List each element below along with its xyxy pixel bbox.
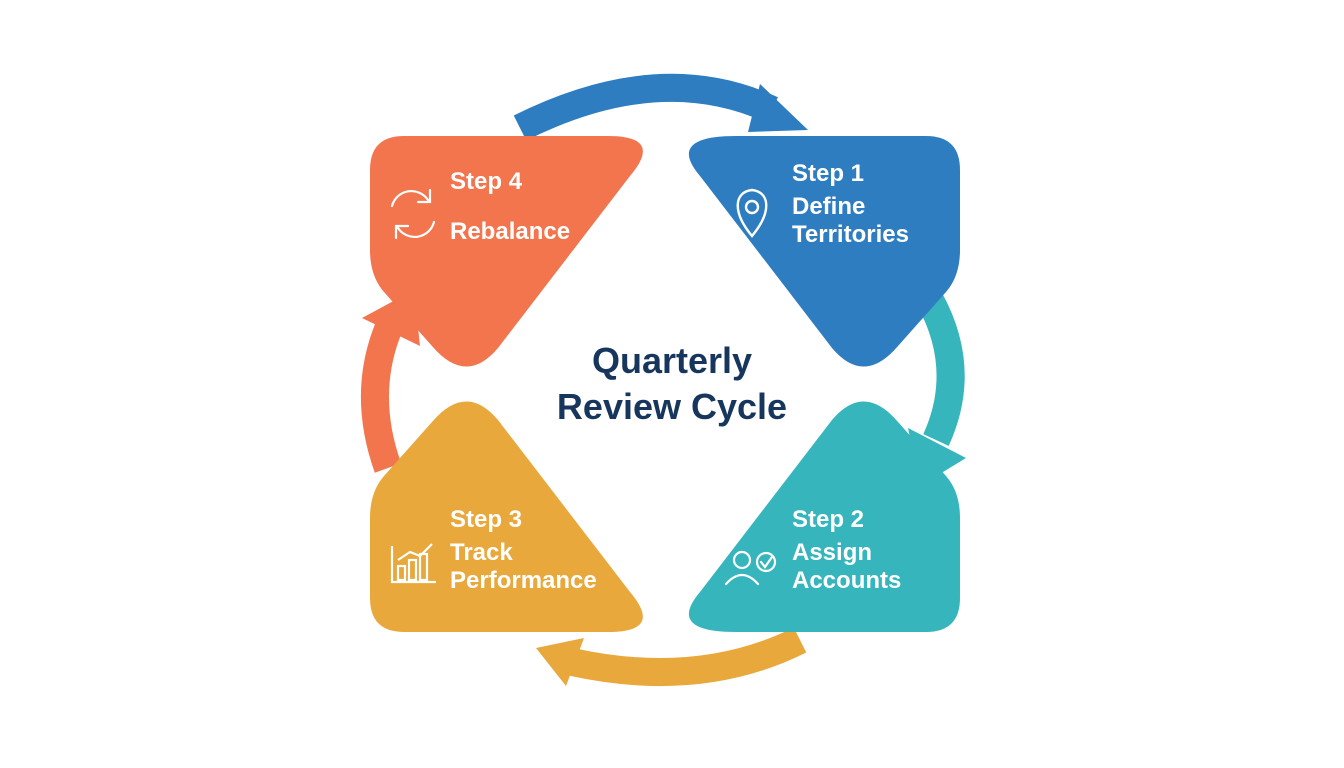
center-title-line2: Review Cycle [556,386,788,427]
center-title-line1: Quarterly [591,340,753,381]
step1-number: Step 1 [792,160,865,187]
center-title: Quarterly Review Cycle [500,338,844,430]
step2-title-line2: Accounts [792,567,902,594]
step4-number: Step 4 [450,168,523,195]
step1-shape [688,136,960,367]
refresh-icon [390,188,436,240]
step3-title-line2: Performance [450,567,597,594]
map-pin-icon [736,188,768,238]
step3-title-line1: Track [450,539,513,566]
arrow-step4-to-step1 [513,73,808,141]
step3-number: Step 3 [450,506,523,533]
step4-title: Rebalance [450,218,571,245]
bar-chart-icon [390,543,436,584]
step1-title-line1: Define [792,193,866,220]
step4-shape [370,136,643,367]
users-check-icon [724,550,777,586]
step1-title-line2: Territories [792,221,909,248]
step3-shape [370,401,643,632]
step2-title-line1: Assign [792,539,873,566]
step2-shape [688,401,960,632]
step2-number: Step 2 [792,506,865,533]
arrow-step2-to-step3 [536,627,807,687]
